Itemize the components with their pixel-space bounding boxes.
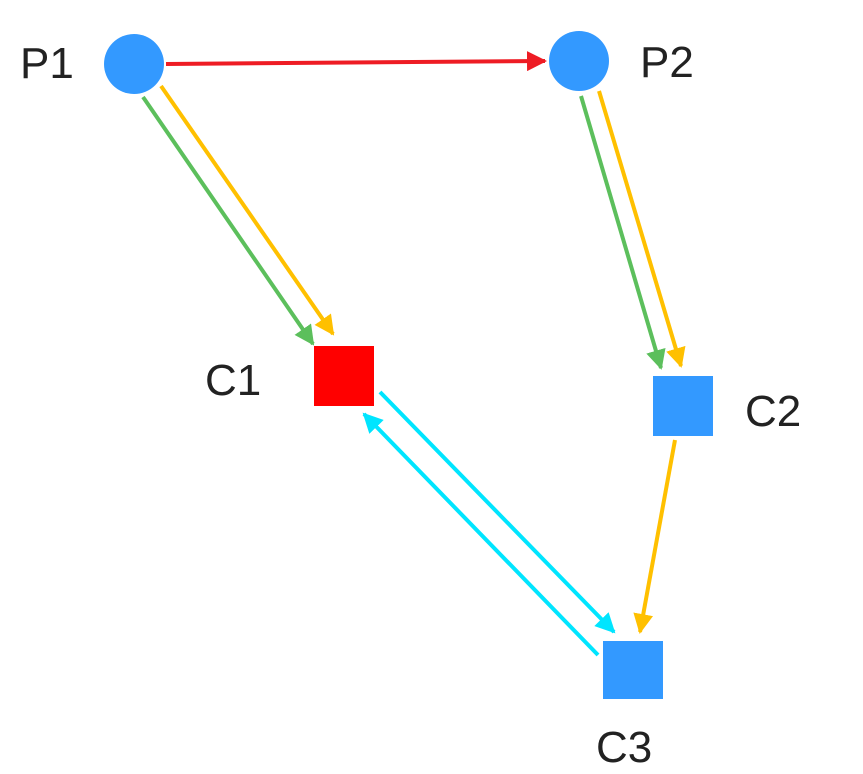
edges-layer: [141, 51, 686, 657]
node-label-c2: C2: [745, 387, 801, 436]
node-c3[interactable]: [603, 641, 663, 699]
edge-c2-to-c3: [633, 439, 677, 634]
node-label-p1: P1: [20, 39, 74, 88]
node-p2[interactable]: [549, 31, 609, 91]
edge-p2-to-c2: [597, 90, 686, 368]
node-label-c3: C3: [596, 723, 652, 772]
edge-c3-to-c1: [362, 412, 600, 657]
edge-c1-to-c3: [378, 390, 616, 634]
nodes-layer: P1 P2 C1 C2 C3: [20, 31, 801, 772]
node-label-c1: C1: [205, 356, 261, 405]
edge-p2-to-c2: [579, 95, 666, 370]
edge-p1-to-p2: [165, 51, 547, 72]
node-p1[interactable]: [104, 34, 164, 94]
node-label-p2: P2: [640, 38, 694, 87]
node-c2[interactable]: [653, 376, 713, 436]
edge-p1-to-c1: [141, 95, 315, 346]
edge-p1-to-c1: [159, 84, 335, 336]
node-c1[interactable]: [314, 346, 374, 406]
